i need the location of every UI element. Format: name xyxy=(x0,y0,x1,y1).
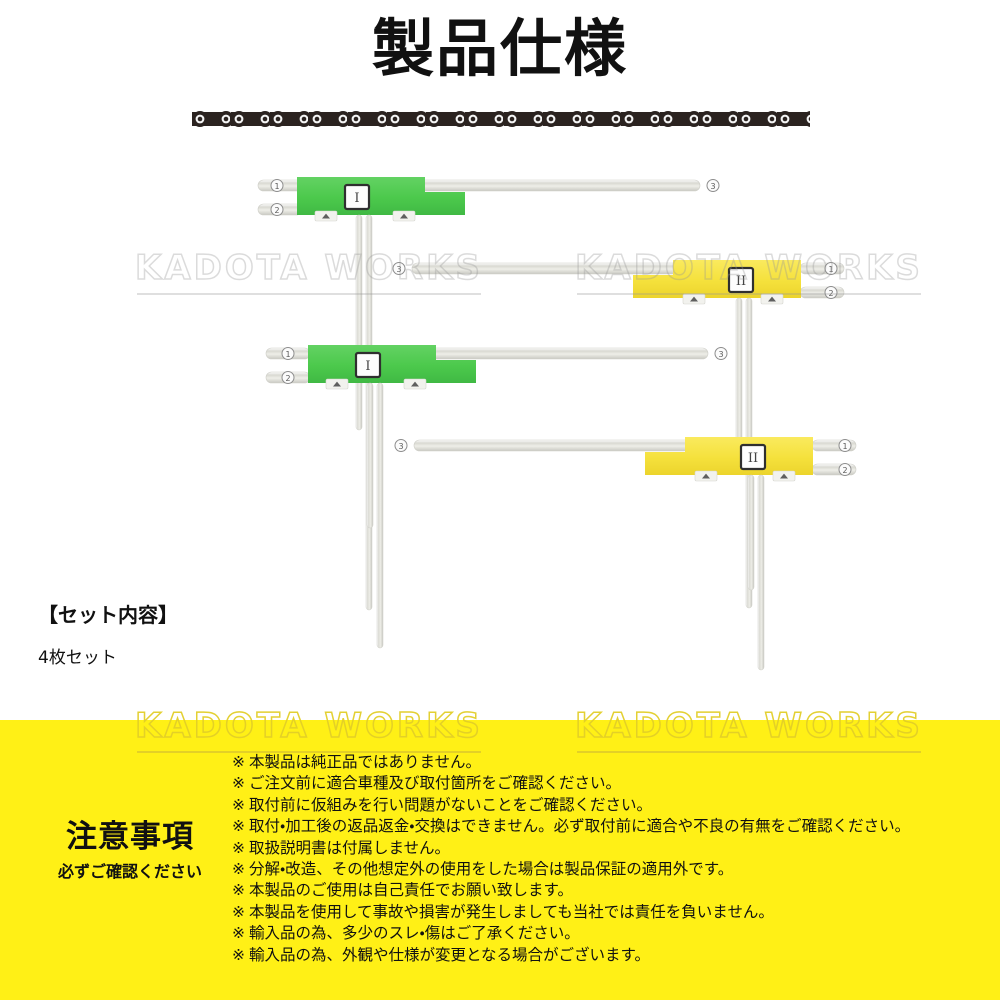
set-contents-heading: 【セット内容】 xyxy=(38,603,178,627)
notice-item-text: 分解・改造、その他想定外の使用をした場合は製品保証の適用外です。 xyxy=(249,860,734,879)
notice-item-text: 輸入品の為、外観や仕様が変更となる場合がございます。 xyxy=(249,945,650,964)
svg-text:II: II xyxy=(736,274,746,289)
notice-item: ※取付・加工後の返品返金・交換はできません。必ず取付前に適合や不良の有無をご確認… xyxy=(232,816,984,837)
notice-bullet-mark: ※ xyxy=(232,860,245,879)
notice-bullet-mark: ※ xyxy=(232,817,245,836)
notice-bullet-mark: ※ xyxy=(232,774,245,793)
film-antenna-set-diagram: 1 2 3 xyxy=(0,140,1000,720)
notice-item: ※本製品のご使用は自己責任でお願い致します。 xyxy=(232,880,984,901)
notice-bullet-mark: ※ xyxy=(232,945,245,964)
notice-item: ※輸入品の為、多少のスレ・傷はご了承ください。 xyxy=(232,923,984,944)
notice-heading-block: 注意事項 必ずご確認ください xyxy=(30,820,230,881)
notice-item: ※ご注文前に適合車種及び取付箇所をご確認ください。 xyxy=(232,773,984,794)
notice-item-text: 本製品は純正品ではありません。 xyxy=(249,753,482,771)
set-contents-block: 【セット内容】 4枚セット xyxy=(38,600,338,672)
notice-item: ※輸入品の為、外観や仕様が変更となる場合がございます。 xyxy=(232,945,984,966)
antenna-green-upper: I xyxy=(257,177,720,611)
notice-heading: 注意事項 xyxy=(66,819,194,855)
set-contents-value: 4枚セット xyxy=(38,648,117,668)
notice-bullet-mark: ※ xyxy=(232,838,245,857)
notice-subheading: 必ずご確認ください xyxy=(57,862,202,882)
notice-item: ※本製品は純正品ではありません。 xyxy=(232,752,984,773)
notice-item-text: 取付前に仮組みを行い問題がないことをご確認ください。 xyxy=(249,795,653,814)
notice-item-text: 本製品のご使用は自己責任でお願い致します。 xyxy=(249,881,573,900)
notice-item-text: ご注文前に適合車種及び取付箇所をご確認ください。 xyxy=(249,774,622,793)
antenna-yellow-lower: II xyxy=(394,437,857,671)
page-header: 製品仕様 xyxy=(0,0,1000,100)
notice-banner: 注意事項 必ずご確認ください ※本製品は純正品ではありません。※ご注文前に適合車… xyxy=(0,720,1000,1000)
notice-bullet-mark: ※ xyxy=(232,924,245,943)
notice-bullet-mark: ※ xyxy=(232,753,245,771)
svg-text:I: I xyxy=(365,359,370,374)
notice-bullet-mark: ※ xyxy=(232,795,245,814)
notice-item-text: 輸入品の為、多少のスレ・傷はご了承ください。 xyxy=(249,924,580,943)
notice-list: ※本製品は純正品ではありません。※ご注文前に適合車種及び取付箇所をご確認ください… xyxy=(232,752,984,966)
notice-bullet-mark: ※ xyxy=(232,881,245,900)
svg-text:I: I xyxy=(354,191,359,206)
notice-bullet-mark: ※ xyxy=(232,902,245,921)
notice-item: ※取付前に仮組みを行い問題がないことをご確認ください。 xyxy=(232,795,984,816)
notice-item: ※取扱説明書は付属しません。 xyxy=(232,838,984,859)
antenna-yellow-upper: II xyxy=(392,260,845,609)
bicycle-chain-divider-icon xyxy=(190,108,810,130)
notice-item-text: 本製品を使用して事故や損害が発生しましても当社では責任を負いません。 xyxy=(249,902,774,921)
svg-text:II: II xyxy=(748,451,758,466)
notice-item-text: 取付・加工後の返品返金・交換はできません。必ず取付前に適合や不良の有無をご確認く… xyxy=(249,817,911,836)
notice-item: ※分解・改造、その他想定外の使用をした場合は製品保証の適用外です。 xyxy=(232,859,984,880)
notice-item-text: 取扱説明書は付属しません。 xyxy=(249,838,451,857)
page-title: 製品仕様 xyxy=(371,12,628,85)
notice-item: ※本製品を使用して事故や損害が発生しましても当社では責任を負いません。 xyxy=(232,902,984,923)
antenna-green-lower: I xyxy=(265,345,728,649)
